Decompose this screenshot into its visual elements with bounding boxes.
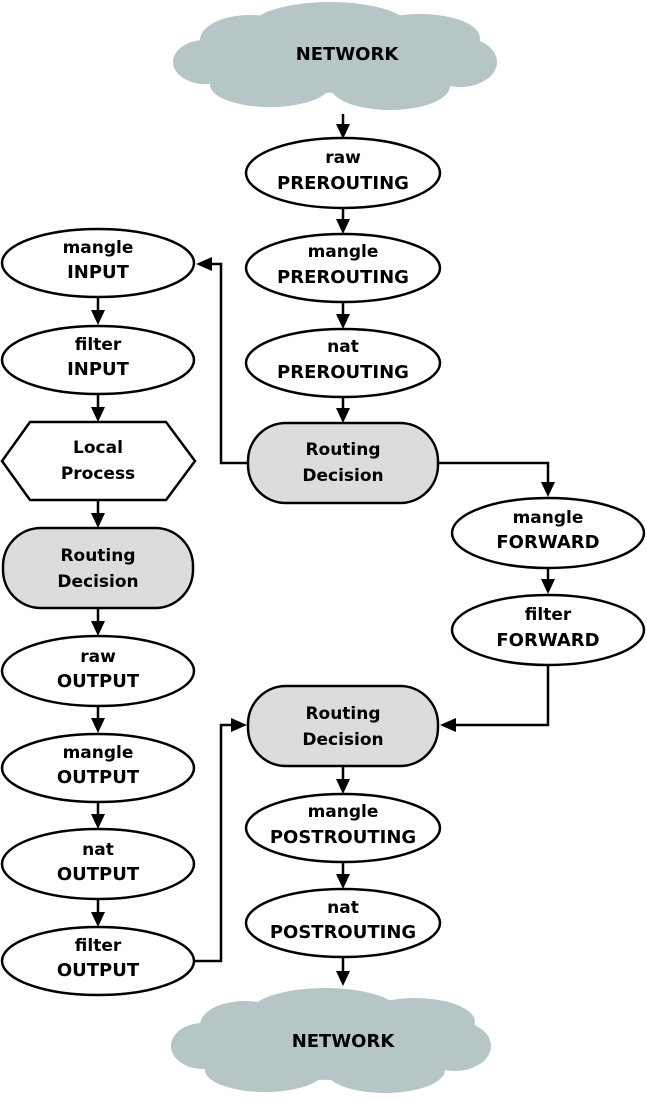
network-cloud-bottom: NETWORK [171,988,491,1093]
network-label-bottom: NETWORK [292,1031,396,1052]
node-table-label: filter [75,936,122,956]
node-table-label: mangle [308,802,379,822]
node-chain-label: PREROUTING [277,173,409,194]
arrowhead [91,718,105,733]
node-label-line2: Decision [302,730,383,750]
node-table-label: nat [327,898,359,918]
node-table-label: raw [325,148,361,168]
node-chain-label: POSTROUTING [270,922,416,943]
node-routing-decision-1: Routing Decision [246,421,440,505]
node-chain-label: OUTPUT [57,864,140,885]
edge-routing-1-to-mangle-forward [438,461,550,484]
arrowhead [336,408,350,423]
node-table-label: filter [525,605,572,625]
node-label-line2: Decision [57,572,138,592]
node-nat-postrouting: nat POSTROUTING [244,887,442,959]
node-routing-decision-2: Routing Decision [1,526,195,610]
arrowhead [336,971,350,986]
node-mangle-postrouting: mangle POSTROUTING [244,792,442,864]
edge-filter-forward-to-routing-3 [454,665,550,727]
node-label-line2: Process [61,464,135,484]
node-label-line1: Routing [305,440,380,460]
node-label-line2: Decision [302,466,383,486]
node-label-line1: Routing [305,704,380,724]
node-chain-label: POSTROUTING [270,827,416,848]
arrowhead [541,579,555,594]
node-table-label: mangle [63,238,134,258]
arrowhead [336,219,350,234]
arrowhead [196,257,212,271]
node-mangle-prerouting: mangle PREROUTING [244,232,442,304]
arrowhead [231,718,247,732]
node-chain-label: FORWARD [496,630,599,651]
arrowhead [91,912,105,927]
arrowhead [336,124,350,139]
node-table-label: nat [82,840,114,860]
node-mangle-output: mangle OUTPUT [0,732,196,804]
network-cloud-top: NETWORK [173,2,497,110]
arrowhead [91,814,105,829]
node-chain-label: PREROUTING [277,267,409,288]
node-nat-output: nat OUTPUT [0,827,196,901]
arrowhead [91,407,105,422]
node-label-line1: Local [73,438,123,458]
arrowhead [440,718,456,732]
node-raw-prerouting: raw PREROUTING [244,136,442,210]
node-routing-decision-3: Routing Decision [246,684,440,768]
node-chain-label: OUTPUT [57,767,140,788]
arrowhead [91,310,105,325]
node-chain-label: INPUT [67,262,130,283]
node-table-label: mangle [63,743,134,763]
node-local-process: Local Process [0,420,197,502]
arrowhead [91,621,105,636]
node-chain-label: PREROUTING [277,362,409,383]
node-filter-input: filter INPUT [0,324,196,396]
node-mangle-input: mangle INPUT [0,227,196,299]
node-label-line1: Routing [60,546,135,566]
node-table-label: mangle [308,242,379,262]
node-table-label: filter [75,335,122,355]
cloud-shape-bottom [171,988,491,1093]
cloud-shape-top [173,2,497,110]
arrowhead [541,482,555,497]
node-table-label: raw [80,647,116,667]
node-table-label: nat [327,337,359,357]
node-table-label: mangle [513,508,584,528]
edge-routing-1-to-mangle-input [210,262,248,465]
node-chain-label: FORWARD [496,532,599,553]
node-nat-prerouting: nat PREROUTING [244,327,442,399]
node-filter-forward: filter FORWARD [450,593,646,667]
arrowhead [336,779,350,794]
arrowhead [336,314,350,329]
edge-filter-output-to-routing-3 [195,723,233,963]
node-raw-output: raw OUTPUT [0,634,196,708]
edges [91,114,555,986]
arrowhead [91,513,105,528]
arrowhead [336,874,350,889]
node-chain-label: OUTPUT [57,960,140,981]
node-filter-output: filter OUTPUT [0,925,196,997]
network-label-top: NETWORK [296,44,400,65]
node-chain-label: OUTPUT [57,671,140,692]
node-mangle-forward: mangle FORWARD [450,496,646,570]
node-chain-label: INPUT [67,359,130,380]
